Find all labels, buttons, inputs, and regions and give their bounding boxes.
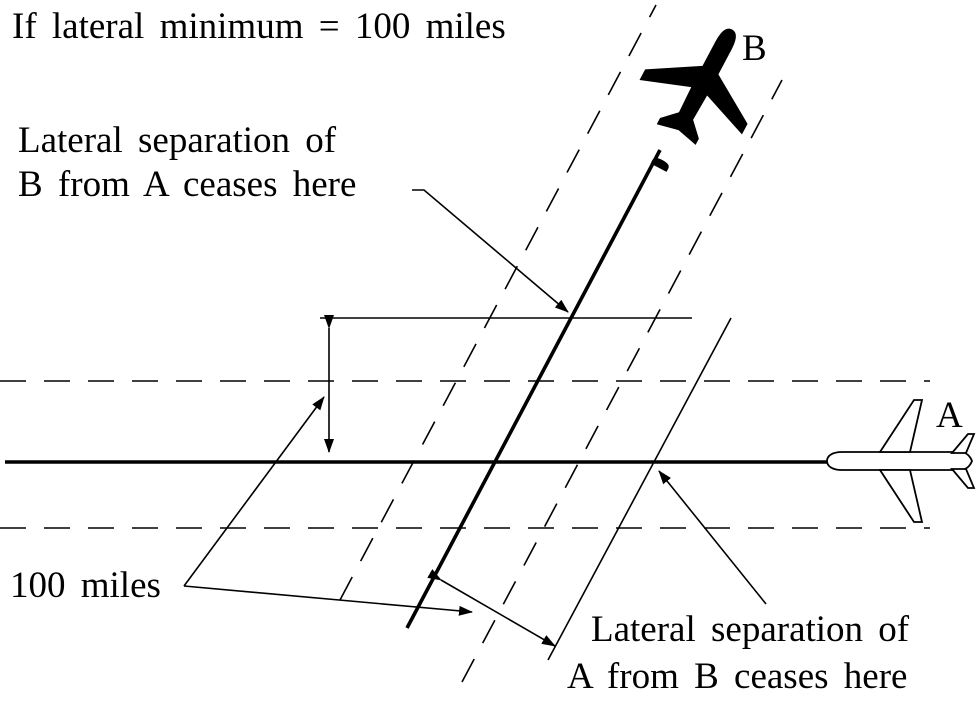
b-ceases-label-line1: Lateral separation of	[18, 120, 337, 161]
track-b-line	[405, 149, 662, 629]
aircraft-b-label: B	[742, 28, 767, 69]
title: If lateral minimum = 100 miles	[12, 6, 506, 47]
a-ceases-label-line2: A from B ceases here	[567, 656, 907, 697]
a-ceases-leader	[658, 470, 767, 605]
distance-leader-lower	[183, 585, 473, 616]
b-ceases-label-line2: B from A ceases here	[18, 164, 356, 205]
aircraft-a-label: A	[936, 395, 963, 436]
aircraft-b-icon	[639, 28, 748, 172]
b-ceases-leader	[412, 189, 569, 313]
a-ceases-reference-line	[547, 317, 732, 661]
track-b-left-boundary	[339, 4, 657, 601]
distance-label: 100 miles	[10, 565, 161, 606]
distance-leader-upper	[183, 396, 325, 587]
diagonal-dimension-arrow	[427, 569, 556, 647]
aircraft-a-icon	[826, 399, 976, 523]
a-ceases-label-line1: Lateral separation of	[591, 609, 910, 650]
